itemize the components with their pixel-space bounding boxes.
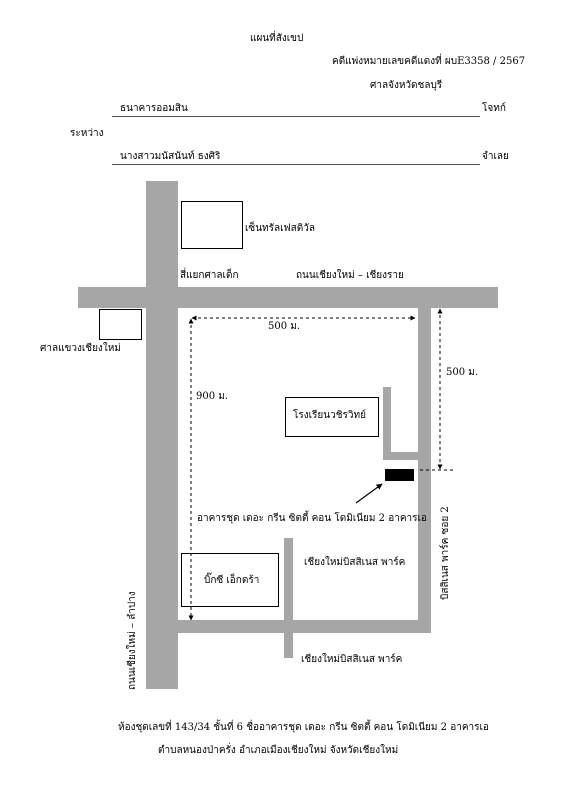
road-right-vertical <box>418 307 431 633</box>
case-number: คดีแพ่งหมายเลขคดีแดงที่ ผบE3358 / 2567 <box>332 56 526 67</box>
school-box <box>285 397 379 437</box>
road-left-vertical <box>146 181 178 689</box>
intersection-label: สี่แยกศาลเด็ก <box>180 270 239 281</box>
plaintiff-underline <box>112 116 480 117</box>
court-label: ศาลแขวงเชียงใหม่ <box>40 343 121 354</box>
school-label: โรงเรียนวชิรวิทย์ <box>293 410 366 421</box>
condo-label: อาคารชุด เดอะ กรีน ซิตตี้ คอน โดมิเนียม … <box>197 513 427 524</box>
central-festival-label: เซ็นทรัลเฟสติวัล <box>245 223 315 234</box>
court-box <box>99 309 142 340</box>
defendant-name: นางสาวมนัสนันท์ ธงศิริ <box>120 151 221 162</box>
footer-line-2: ตำบลหนองป่าครั่ง อำเภอเมืองเชียงใหม่ จัง… <box>158 745 399 756</box>
right-road-label: บิสสิเนส พาร์ค ซอย 2 <box>440 506 451 600</box>
court-name: ศาลจังหวัดชลบุรี <box>370 80 443 91</box>
bigc-box <box>181 553 279 607</box>
road-school-lane <box>383 387 391 459</box>
plaintiff-role: โจทก์ <box>482 103 506 114</box>
plaintiff-name: ธนาคารออมสิน <box>120 103 188 114</box>
road-school-lane-turn <box>383 452 420 460</box>
footer-line-1: ห้องชุดเลขที่ 143/34 ชั้นที่ 6 ชื่ออาคาร… <box>118 722 489 733</box>
road-bottom-horizontal <box>178 620 430 633</box>
condo-pointer <box>355 483 383 504</box>
business-park-label-2: เชียงใหม่บิสสิเนส พาร์ค <box>301 654 403 665</box>
defendant-underline <box>112 164 480 165</box>
between-label: ระหว่าง <box>70 128 104 139</box>
defendant-role: จำเลย <box>482 151 509 162</box>
road-business-park <box>284 538 293 658</box>
central-festival-box <box>181 201 243 249</box>
dist-right-label: 500 ม. <box>446 367 479 378</box>
dist-vertical-label: 900 ม. <box>196 391 229 402</box>
map-title: แผนที่สังเขป <box>250 33 304 44</box>
left-road-label: ถนนเชียงใหม่ – ลำปาง <box>127 591 138 690</box>
main-road-label: ถนนเชียงใหม่ – เชียงราย <box>296 270 404 281</box>
condo-marker <box>385 469 414 481</box>
dist-horizontal-label: 500 ม. <box>268 321 301 332</box>
bigc-label: บิ๊กซี เอ็กตร้า <box>204 575 260 586</box>
road-main-horizontal <box>78 287 498 308</box>
business-park-label-1: เชียงใหม่บิสสิเนส พาร์ค <box>304 557 406 568</box>
